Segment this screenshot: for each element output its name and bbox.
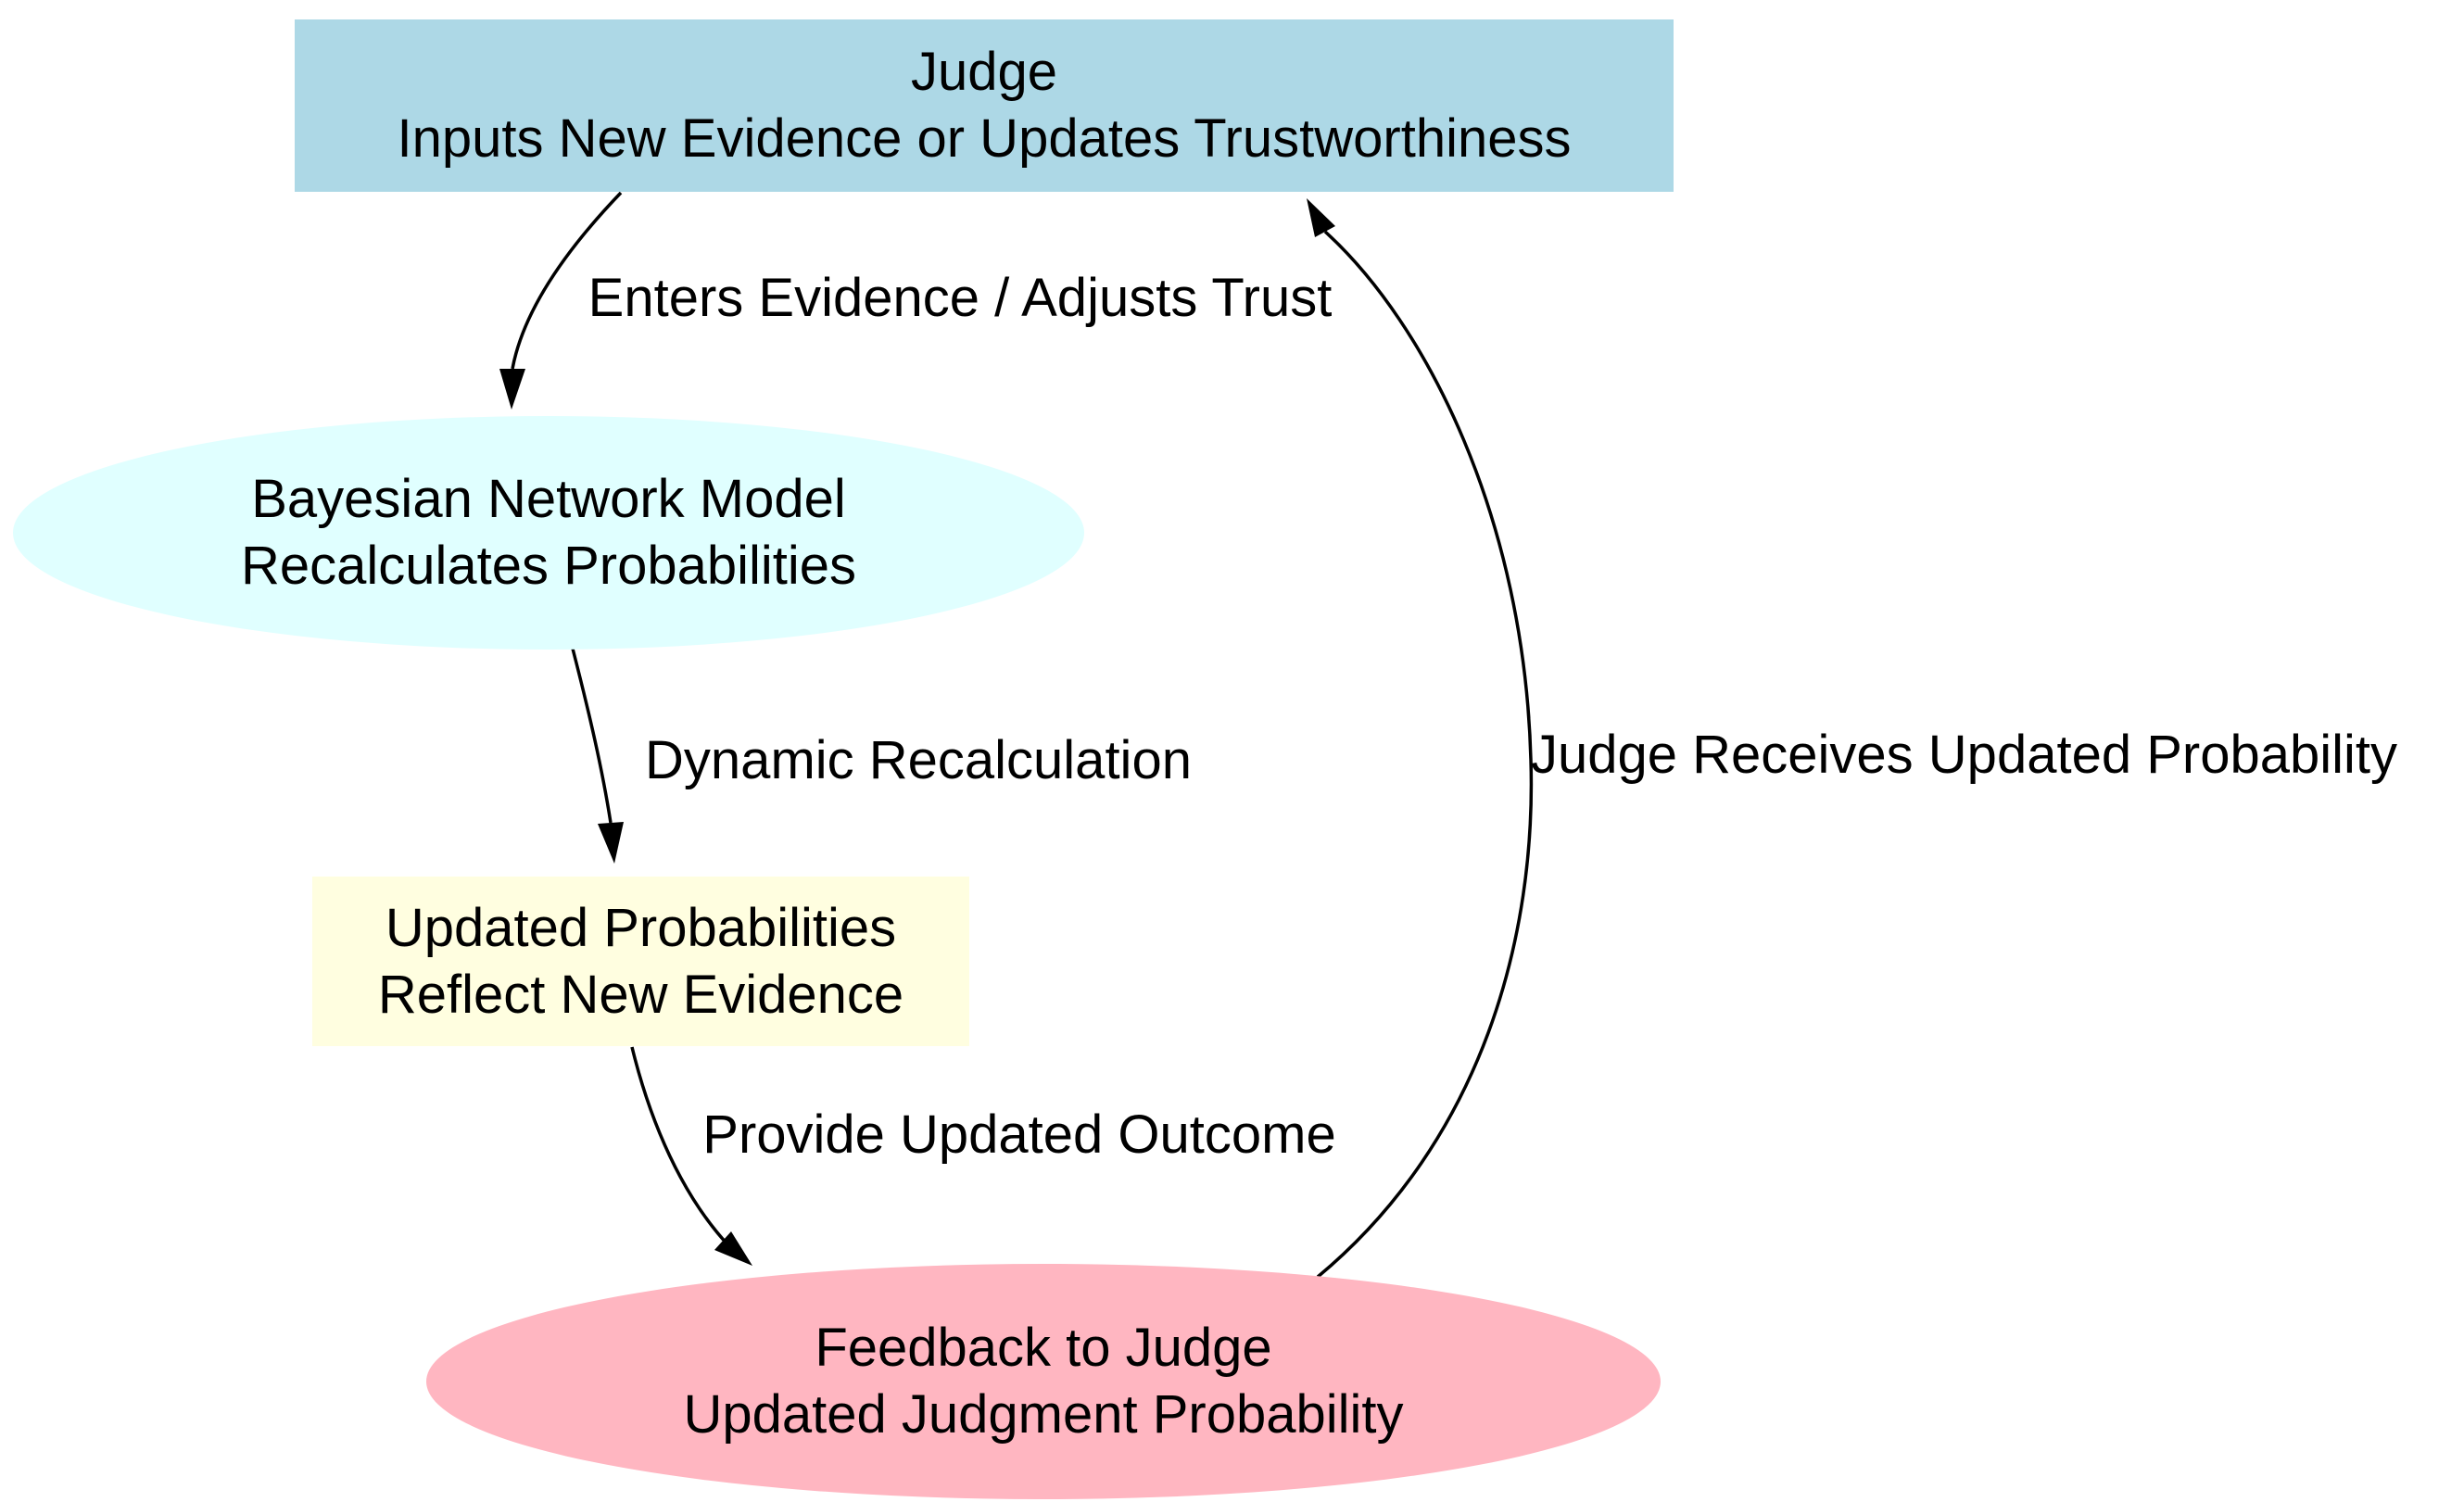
node-bayes-title: Bayesian Network Model [251,469,846,529]
edge-label-provide-updated-outcome: Provide Updated Outcome [702,1104,1336,1165]
arrowhead-bayes-to-updated [598,822,624,864]
node-judge-subtitle: Inputs New Evidence or Updates Trustwort… [397,108,1572,169]
edge-updated-to-feedback [630,1046,730,1247]
node-feedback-to-judge: Feedback to Judge Updated Judgment Proba… [426,1264,1661,1499]
node-updated-title: Updated Probabilities [385,897,897,958]
arrowhead-judge-to-bayes [499,369,525,410]
node-updated-probabilities: Updated Probabilities Reflect New Eviden… [312,877,969,1046]
node-feedback-subtitle: Updated Judgment Probability [683,1384,1404,1445]
edge-label-dynamic-recalculation: Dynamic Recalculation [645,730,1192,790]
arrowhead-feedback-to-judge [1307,198,1335,237]
edge-judge-to-bayes [511,191,623,370]
node-updated-subtitle: Reflect New Evidence [377,964,904,1025]
edge-label-enters-evidence: Enters Evidence / Adjusts Trust [588,268,1333,328]
node-feedback-title: Feedback to Judge [815,1318,1272,1378]
node-judge: Judge Inputs New Evidence or Updates Tru… [295,19,1674,192]
edge-label-judge-receives-updated-probability: Judge Receives Updated Probability [1531,725,2397,785]
node-judge-title: Judge [910,42,1058,102]
node-bayesian-network-model: Bayesian Network Model Recalculates Prob… [13,416,1084,650]
node-bayes-subtitle: Recalculates Probabilities [240,536,857,596]
edge-bayes-to-updated [571,648,613,824]
edge-feedback-to-judge [1316,230,1534,1279]
arrowhead-updated-to-feedback [714,1231,752,1266]
